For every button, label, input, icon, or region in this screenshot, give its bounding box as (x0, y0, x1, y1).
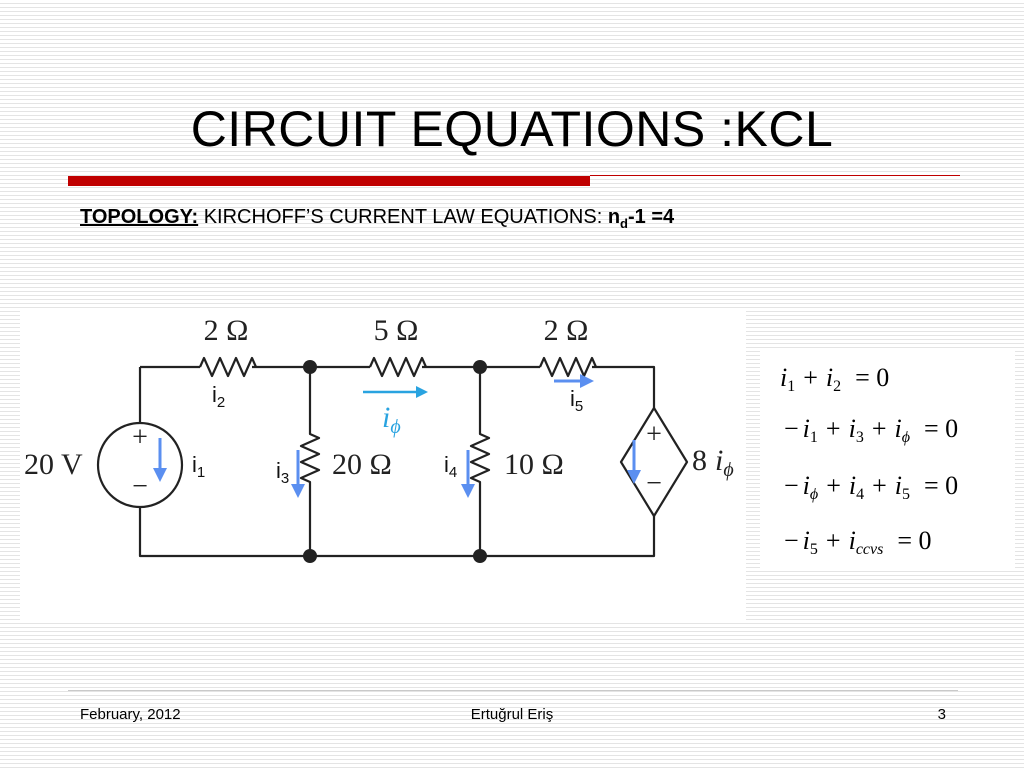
node-top-2 (473, 360, 487, 374)
resistor-label-10ohm: 10 Ω (504, 448, 564, 481)
node-count-formula: nd-1 =4 (607, 206, 675, 231)
slide-subtitle: TOPOLOGY: KIRCHOFF’S CURRENT LAW EQUATIO… (80, 206, 674, 231)
kcl-equation-3: −iϕ+i4+i5= 0 (784, 471, 958, 503)
resistor-label-2ohm-right: 2 Ω (544, 314, 589, 347)
resistor-label-20ohm: 20 Ω (332, 448, 392, 481)
n-subscript: d (620, 216, 628, 231)
footer-author: Ertuğrul Eriş (470, 706, 554, 723)
n-symbol: n (607, 206, 621, 228)
i4-label: i4 (444, 452, 457, 481)
resistor-5ohm (368, 356, 428, 378)
formula-rest: -1 =4 (628, 206, 675, 228)
slide-title: CIRCUIT EQUATIONS :KCL (190, 101, 834, 157)
kcl-equation-4: −i5+iccvs= 0 (784, 526, 932, 558)
source-plus: + (132, 422, 148, 453)
resistor-label-2ohm-left: 2 Ω (204, 314, 249, 347)
kcl-equations: i1+i2= 0 −i1+i3+iϕ= 0 −iϕ+i4+i5= 0 −i5+i… (780, 363, 958, 558)
branch-10ohm (469, 367, 491, 556)
topology-label: TOPOLOGY: (80, 206, 199, 228)
subtitle-text: KIRCHOFF’S CURRENT LAW EQUATIONS: (198, 206, 608, 228)
node-top-1 (303, 360, 317, 374)
dep-source-minus: − (646, 468, 662, 499)
footer-date: February, 2012 (80, 706, 181, 723)
i2-label: i2 (212, 382, 225, 411)
dep-source-plus: + (646, 419, 662, 450)
i1-label: i1 (192, 452, 205, 481)
kcl-equation-1: i1+i2= 0 (780, 363, 889, 395)
title-underline-accent (68, 176, 590, 186)
branch-20ohm (299, 367, 321, 556)
i3-label: i3 (276, 458, 289, 487)
title-underline-rule (590, 175, 960, 176)
node-bottom-2 (473, 549, 487, 563)
i5-label: i5 (570, 386, 583, 415)
left-wire (138, 367, 656, 558)
source-minus: − (132, 471, 148, 502)
kcl-equations-panel: i1+i2= 0 −i1+i3+iϕ= 0 −iϕ+i4+i5= 0 −i5+i… (760, 350, 1015, 570)
node-bottom-1 (303, 549, 317, 563)
resistor-2ohm-left (198, 356, 258, 378)
voltage-source-20v (96, 421, 184, 509)
kcl-equation-2: −i1+i3+iϕ= 0 (784, 414, 958, 446)
source-label-20v: 20 V (24, 448, 83, 481)
slide-number: 3 (937, 706, 946, 723)
footer-divider (68, 690, 958, 691)
resistor-label-5ohm: 5 Ω (374, 314, 419, 347)
i-phi-label: iϕ (382, 401, 401, 438)
resistor-2ohm-right (538, 356, 598, 378)
dependent-source-diamond (619, 406, 689, 518)
